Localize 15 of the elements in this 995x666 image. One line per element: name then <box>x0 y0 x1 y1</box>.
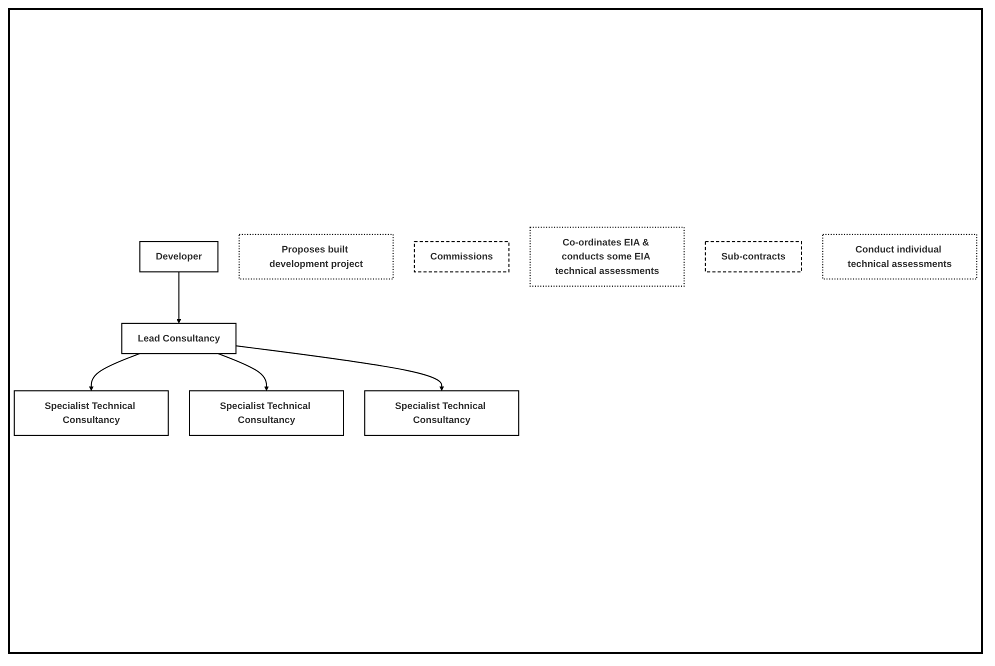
node-box <box>364 390 520 436</box>
arrow <box>88 352 140 391</box>
node-box <box>188 390 344 436</box>
node-box <box>704 240 802 272</box>
arrow <box>176 272 182 324</box>
node-box <box>121 322 236 354</box>
node-box <box>238 234 394 280</box>
node-box <box>139 240 218 272</box>
node-box <box>14 390 169 436</box>
node-box <box>822 234 978 280</box>
node-box <box>414 240 510 272</box>
arrow <box>236 344 444 391</box>
node-box <box>530 226 685 286</box>
arrow <box>218 352 269 391</box>
diagram-frame: Developer Proposes built development project Commissions Lead Consultancy Co-ordinates EIA & conducts some EIA technical assessments Sub-contracts Specialist Technical Consultancy Specialist Technical Consultancy Specialist Technical Consultancy Conduct individual technical assessments <box>8 8 983 654</box>
